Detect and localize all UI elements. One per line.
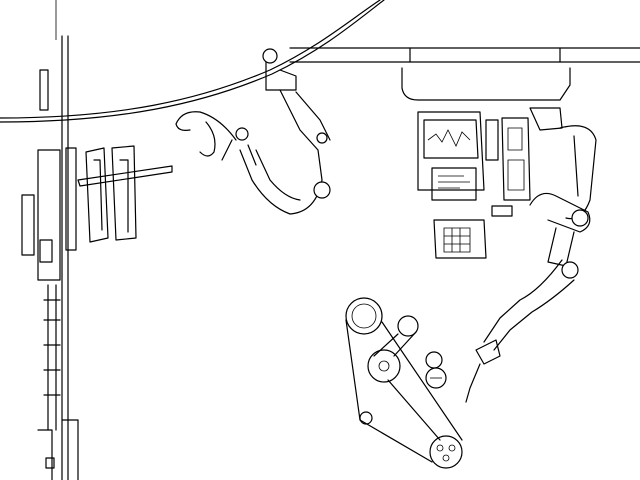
control-console [417,111,531,259]
hanging-clamp-arm [175,48,331,215]
overhead-cable [0,0,385,123]
hanging-tool-rack [77,145,173,243]
right-robotic-arm [465,107,597,403]
belt-pulley-mechanism [345,297,463,469]
overhead-rail [289,47,640,101]
left-scaffold-tower [21,0,79,480]
